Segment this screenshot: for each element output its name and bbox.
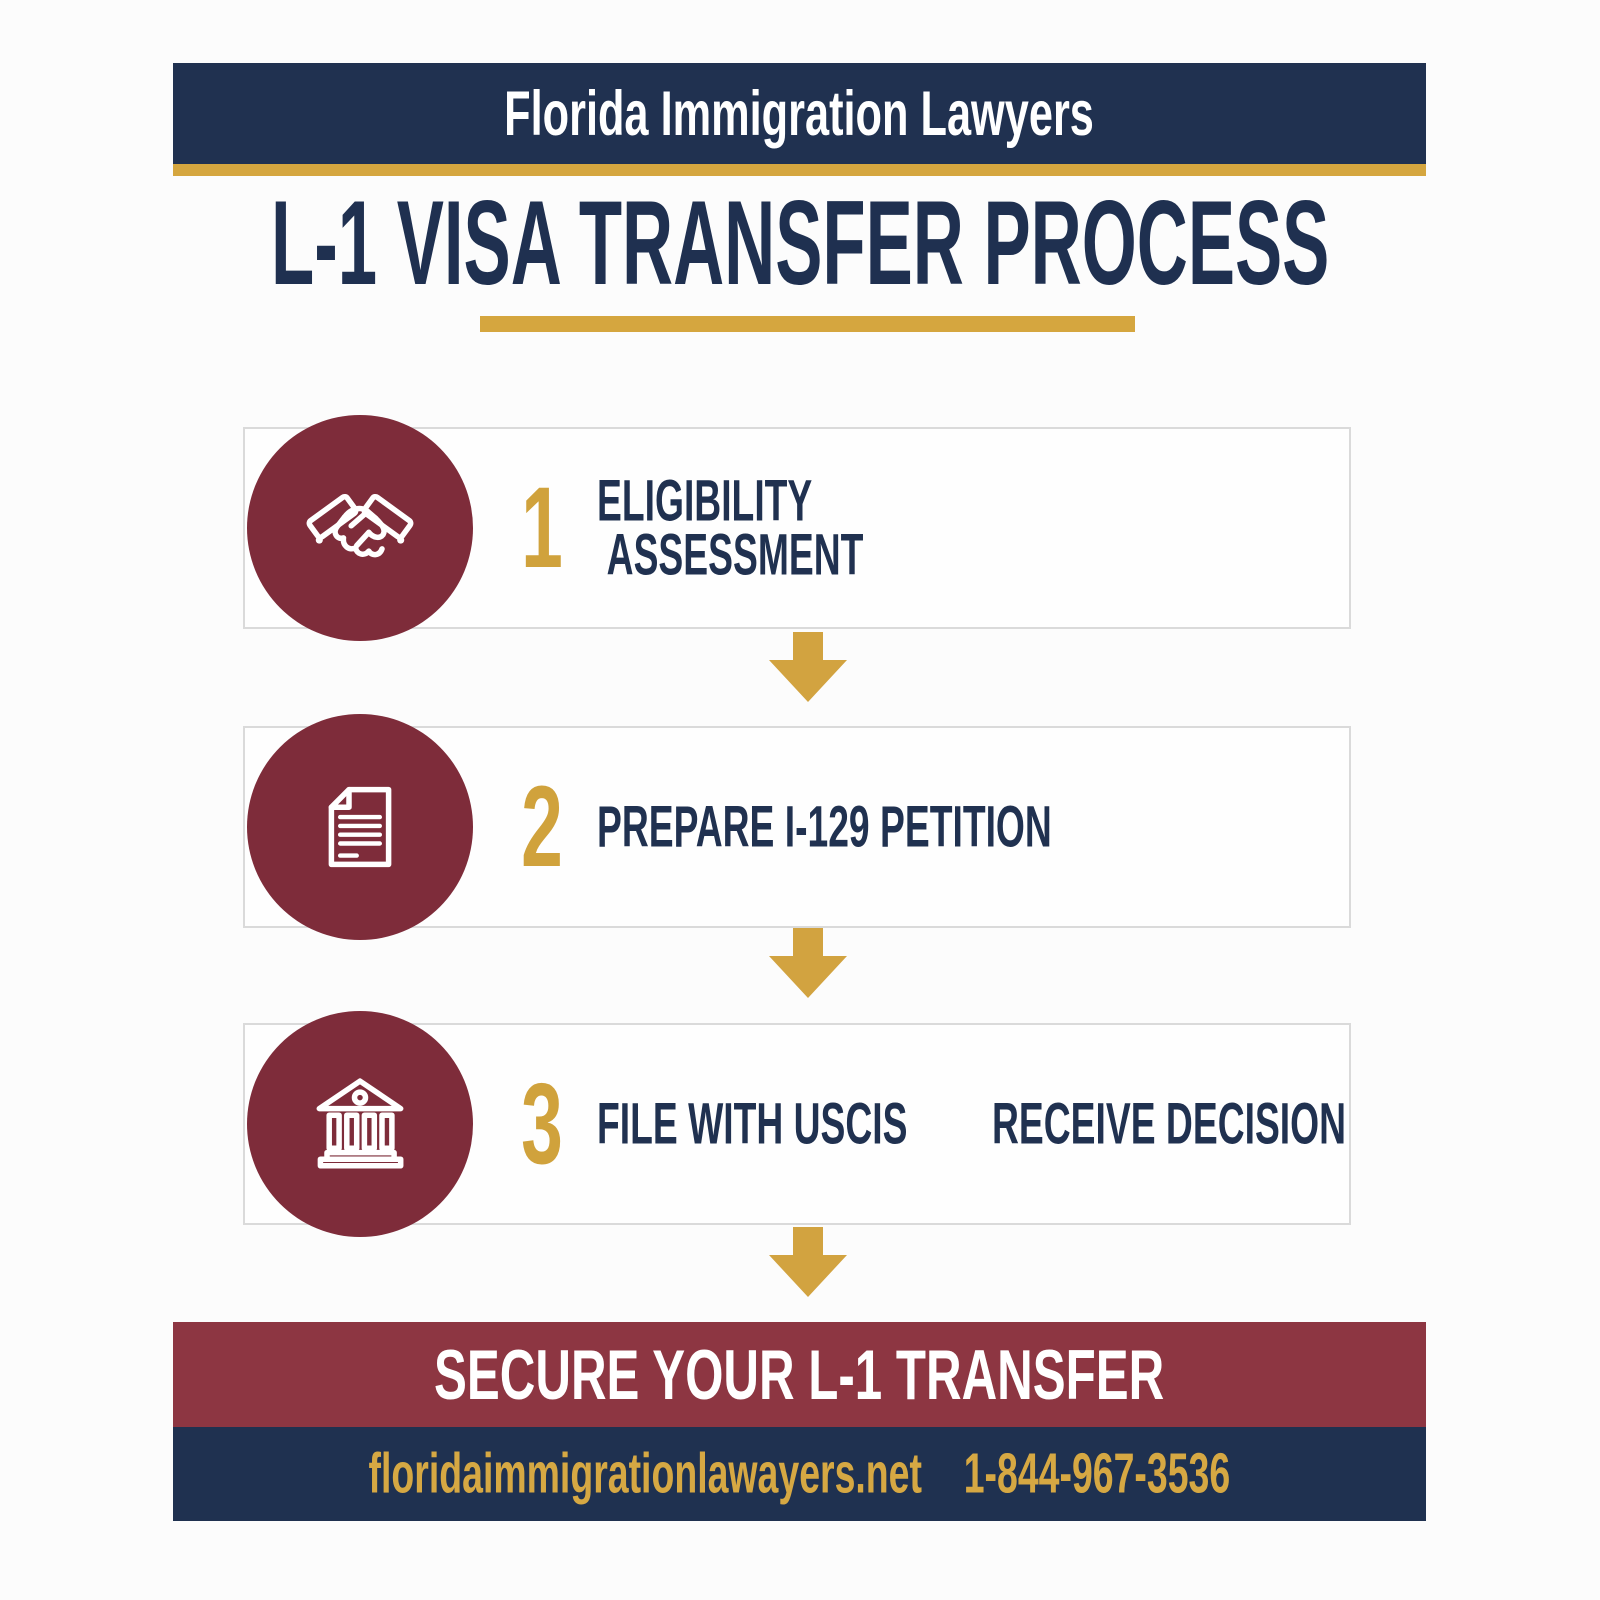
step-1-number: 1 bbox=[521, 463, 563, 593]
step-3-number: 3 bbox=[521, 1059, 563, 1189]
step-row-petition: 2 PREPARE I-129 PETITION bbox=[243, 714, 1351, 940]
website-text: floridaimmigrationlawayers.net bbox=[368, 1442, 923, 1506]
down-arrow-icon bbox=[769, 1227, 847, 1297]
brand-bar: Florida Immigration Lawyers bbox=[173, 63, 1426, 164]
gold-divider bbox=[173, 164, 1426, 176]
step-3-label: FILE WITH USCIS bbox=[597, 1091, 908, 1157]
step-2-badge bbox=[247, 714, 473, 940]
cta-banner: SECURE YOUR L-1 TRANSFER bbox=[173, 1322, 1426, 1427]
step-1-label-line-2: ASSESSMENT bbox=[606, 522, 864, 588]
cta-banner-text: SECURE YOUR L-1 TRANSFER bbox=[434, 1334, 1165, 1415]
handshake-icon bbox=[306, 493, 414, 558]
step-1-badge bbox=[247, 415, 473, 641]
down-arrow-icon bbox=[769, 928, 847, 998]
title-underline bbox=[480, 316, 1135, 332]
down-arrow-icon bbox=[769, 632, 847, 702]
step-3-badge bbox=[247, 1011, 473, 1237]
step-1-label-line-1: ELIGIBILITY bbox=[597, 468, 813, 534]
bank-building-icon bbox=[316, 1078, 404, 1169]
cuff-button-left bbox=[315, 536, 323, 544]
page-title-text: L-1 VISA TRANSFER PROCESS bbox=[270, 176, 1330, 311]
footer-contact-line: floridaimmigrationlawayers.net 1-844-967-… bbox=[369, 1442, 1231, 1507]
step-3-label-right: RECEIVE DECISION bbox=[992, 1091, 1347, 1157]
step-2-label: PREPARE I-129 PETITION bbox=[597, 794, 1052, 860]
brand-name: Florida Immigration Lawyers bbox=[504, 78, 1095, 149]
cuff-button-right bbox=[397, 536, 405, 544]
step-row-eligibility: 1 ELIGIBILITY ASSESSMENT bbox=[243, 415, 1351, 641]
page-title: L-1 VISA TRANSFER PROCESS bbox=[0, 177, 1600, 310]
step-2-number: 2 bbox=[521, 762, 563, 892]
footer-bar: floridaimmigrationlawayers.net 1-844-967-… bbox=[173, 1427, 1426, 1521]
step-1-label: ELIGIBILITY ASSESSMENT bbox=[597, 468, 864, 588]
phone-text: 1-844-967-3536 bbox=[963, 1442, 1231, 1506]
step-row-file-uscis: 3 FILE WITH USCIS RECEIVE DECISION bbox=[243, 1011, 1351, 1237]
document-icon bbox=[328, 786, 392, 868]
